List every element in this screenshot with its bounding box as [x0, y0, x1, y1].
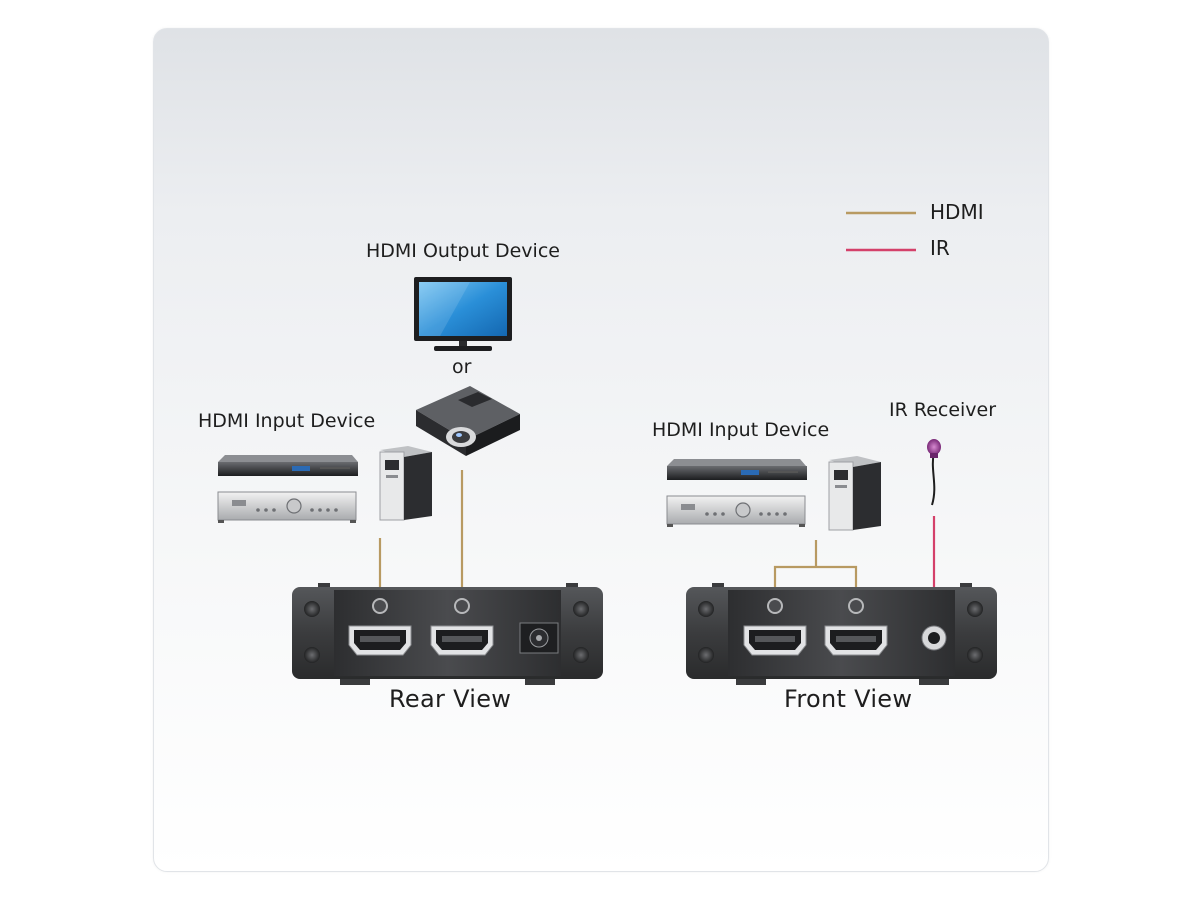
monitor-icon: [414, 277, 512, 351]
av-receiver-icon: [217, 491, 357, 523]
legend-ir-label: IR: [930, 236, 950, 260]
screw-icon: [573, 601, 589, 617]
label-hdmi-input-device-left: HDMI Input Device: [198, 410, 376, 432]
label-hdmi-input-device-right: HDMI Input Device: [652, 419, 830, 441]
diagram-panel: [153, 28, 1049, 872]
pc-tower-icon-right: [828, 456, 881, 531]
screw-icon: [573, 647, 589, 663]
hdmi-cables: [378, 470, 858, 600]
led-icon: [454, 598, 470, 614]
label-front-view: Front View: [784, 685, 913, 713]
legend-hdmi-label: HDMI: [930, 200, 984, 224]
label-rear-view: Rear View: [389, 685, 512, 713]
dvd-player-icon: [218, 455, 358, 476]
dvd-player-icon-right: [667, 459, 807, 480]
label-hdmi-output-device: HDMI Output Device: [366, 240, 560, 262]
legend: HDMI IR: [846, 200, 984, 260]
led-icon: [767, 598, 783, 614]
power-jack-icon: [519, 622, 559, 654]
pc-tower-icon: [379, 446, 432, 521]
projector-icon: [416, 386, 520, 456]
front-view-unit: [686, 583, 997, 685]
label-or: or: [452, 356, 472, 378]
screw-icon: [698, 601, 714, 617]
av-receiver-icon-right: [666, 495, 806, 527]
screw-icon: [304, 601, 320, 617]
hdmi-port-icon: [743, 625, 807, 656]
hdmi-port-icon: [824, 625, 888, 656]
screw-icon: [967, 601, 983, 617]
rear-view-unit: [292, 583, 603, 685]
led-icon: [848, 598, 864, 614]
label-ir-receiver: IR Receiver: [889, 399, 997, 421]
hdmi-port-icon: [348, 625, 412, 656]
screw-icon: [967, 647, 983, 663]
screw-icon: [304, 647, 320, 663]
ir-receiver-icon: [927, 439, 941, 506]
led-icon: [372, 598, 388, 614]
hdmi-cable-split: [773, 565, 858, 600]
screw-icon: [698, 647, 714, 663]
hdmi-port-icon: [430, 625, 494, 656]
ir-jack-icon: [921, 625, 947, 651]
